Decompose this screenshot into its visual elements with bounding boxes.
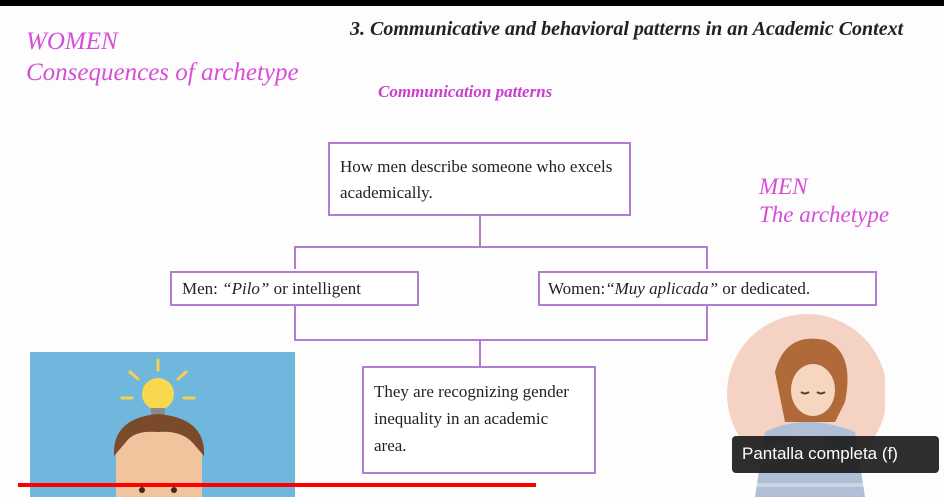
section-title: Communication patterns xyxy=(378,82,553,101)
connector-line xyxy=(706,300,708,340)
men-title: MEN xyxy=(759,174,808,199)
video-slide[interactable]: WOMEN Consequences of archetype 3. Commu… xyxy=(0,6,944,497)
connector-line xyxy=(294,246,708,248)
women-title: WOMEN xyxy=(26,28,118,55)
slide-heading: 3. Communicative and behavioral patterns… xyxy=(350,18,904,40)
women-subtitle: Consequences of archetype xyxy=(26,59,299,86)
description-box: How men describe someone who excels acad… xyxy=(328,142,631,216)
connector-line xyxy=(706,246,708,269)
man-with-lightbulb-icon xyxy=(30,352,295,497)
men-suffix: or intelligent xyxy=(269,279,361,298)
connector-line xyxy=(294,339,708,341)
connector-line xyxy=(479,339,481,366)
fullscreen-tooltip: Pantalla completa (f) xyxy=(732,436,939,473)
progress-bar-fill xyxy=(18,483,536,487)
women-suffix: or dedicated. xyxy=(718,279,811,298)
top-bar xyxy=(0,0,944,6)
connector-line xyxy=(294,300,296,340)
men-term: “Pilo” xyxy=(222,279,270,298)
connector-line xyxy=(294,246,296,269)
women-prefix: Women: xyxy=(548,279,606,298)
conclusion-box: They are recognizing gender inequality i… xyxy=(362,366,596,474)
women-box: Women:“Muy aplicada” or dedicated. xyxy=(538,271,877,306)
men-subtitle: The archetype xyxy=(759,202,890,227)
progress-bar[interactable] xyxy=(18,483,926,487)
men-box: Men: “Pilo” or intelligent xyxy=(170,271,419,306)
connector-line xyxy=(479,210,481,247)
women-term: “Muy aplicada” xyxy=(605,279,719,298)
men-prefix: Men: xyxy=(182,279,223,298)
